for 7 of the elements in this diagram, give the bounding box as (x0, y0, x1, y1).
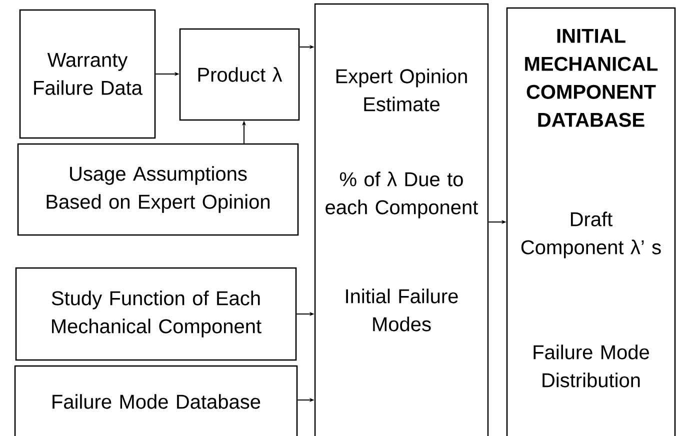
process-box: Product λ (179, 28, 300, 121)
process-box: Failure Mode Database (14, 365, 298, 436)
process-box: INITIAL MECHANICAL COMPONENT DATABASE Draft Component λ’ s Failure Mode Distribution (506, 7, 676, 436)
process-box: Warranty Failure Data (19, 9, 156, 139)
process-box: Study Function of Each Mechanical Component (15, 267, 297, 361)
process-box: Expert Opinion Estimate % of λ Due to each Component Initial Failure Modes (314, 3, 489, 436)
process-box: Usage Assumptions Based on Expert Opinion (17, 143, 299, 236)
